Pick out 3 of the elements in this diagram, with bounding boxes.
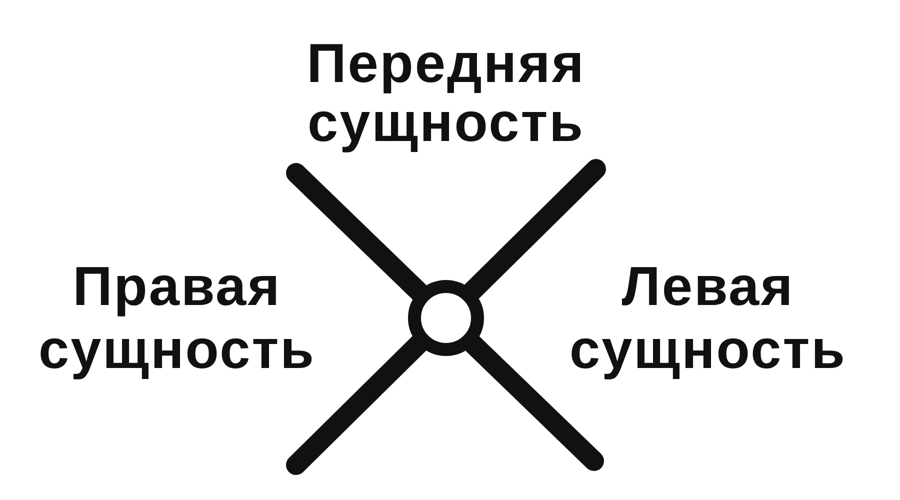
entity-label: Правая сущность — [37, 255, 316, 381]
entity-label: Левая сущность — [568, 255, 848, 381]
entity-label: Передняя сущность — [306, 34, 586, 152]
